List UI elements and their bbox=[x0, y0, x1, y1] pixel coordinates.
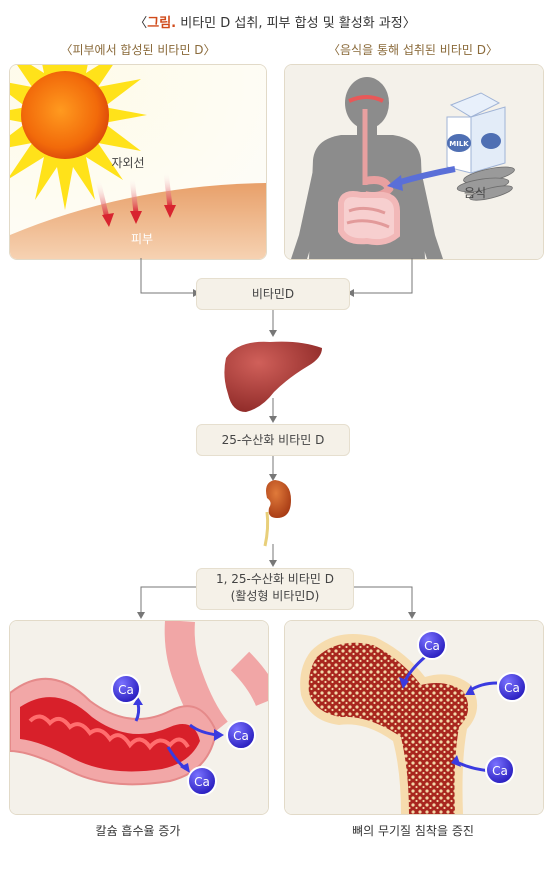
skin-synthesis-illustration: 자외선 피부 bbox=[10, 65, 266, 259]
active-vitamin-d-box: 1, 25-수산화 비타민 D (활성형 비타민D) bbox=[196, 568, 354, 610]
skin-surface bbox=[10, 183, 266, 259]
uv-label: 자외선 bbox=[111, 156, 144, 170]
calcium-icon: Ca bbox=[497, 672, 527, 702]
right-heading: 〈음식을 통해 섭취된 비타민 D〉 bbox=[328, 43, 498, 57]
bone-marrow bbox=[308, 642, 469, 814]
food-arrow-icon bbox=[387, 166, 456, 191]
uv-ray-arrows bbox=[95, 171, 176, 227]
title-text: 비타민 D 섭취, 피부 합성 및 활성화 과정〉 bbox=[176, 16, 416, 31]
active-line-1: 1, 25-수산화 비타민 D bbox=[216, 572, 334, 586]
sun-icon bbox=[10, 65, 147, 210]
food-label: 음식 bbox=[464, 186, 486, 200]
calcium-icon: Ca bbox=[485, 755, 515, 785]
connector-left-to-vitd bbox=[140, 258, 193, 294]
food-intake-illustration: MILK 음식 bbox=[285, 65, 543, 259]
svg-text:Ca: Ca bbox=[424, 639, 440, 653]
intestine-lumen bbox=[20, 697, 200, 772]
svg-text:Ca: Ca bbox=[118, 683, 134, 697]
connector-right-to-vitd bbox=[354, 258, 413, 294]
connector-active-to-intestine bbox=[140, 586, 196, 612]
calcium-icon: Ca bbox=[417, 630, 447, 660]
digestive-tract bbox=[338, 95, 400, 246]
kidney-icon bbox=[263, 480, 291, 547]
bone-illustration: Ca Ca Ca bbox=[285, 621, 543, 814]
skin-synthesis-panel: 자외선 피부 bbox=[9, 64, 267, 260]
bone-panel: Ca Ca Ca bbox=[284, 620, 544, 815]
calcium-icon: Ca bbox=[187, 766, 217, 796]
vitamin-d-box: 비타민D bbox=[196, 278, 350, 310]
food-intake-panel: MILK 음식 bbox=[284, 64, 544, 260]
left-heading: 〈피부에서 합성된 비타민 D〉 bbox=[60, 43, 216, 57]
intestine-caption: 칼슘 흡수율 증가 bbox=[95, 824, 181, 838]
figure-title: 〈그림. 비타민 D 섭취, 피부 합성 및 활성화 과정〉 bbox=[0, 12, 550, 31]
svg-text:Ca: Ca bbox=[504, 681, 520, 695]
intestine-panel: Ca Ca Ca bbox=[9, 620, 269, 815]
intestine-illustration: Ca Ca Ca bbox=[10, 621, 268, 814]
liver-icon bbox=[224, 341, 322, 412]
hydroxy-25-box: 25-수산화 비타민 D bbox=[196, 424, 350, 456]
svg-text:Ca: Ca bbox=[492, 764, 508, 778]
bone-caption: 뼈의 무기질 침착을 증진 bbox=[352, 824, 474, 838]
calcium-icon: Ca bbox=[226, 720, 256, 750]
active-line-2: (활성형 비타민D) bbox=[230, 589, 320, 603]
fish-icon bbox=[456, 166, 515, 201]
milk-label: MILK bbox=[449, 140, 469, 148]
svg-text:Ca: Ca bbox=[233, 729, 249, 743]
svg-text:Ca: Ca bbox=[194, 775, 210, 789]
title-prefix: 〈 bbox=[134, 16, 148, 31]
title-highlight: 그림. bbox=[147, 16, 177, 31]
skin-label: 피부 bbox=[131, 232, 153, 246]
calcium-icon: Ca bbox=[111, 674, 141, 704]
milk-carton-icon: MILK bbox=[446, 92, 506, 174]
connector-active-to-bone bbox=[352, 586, 413, 612]
